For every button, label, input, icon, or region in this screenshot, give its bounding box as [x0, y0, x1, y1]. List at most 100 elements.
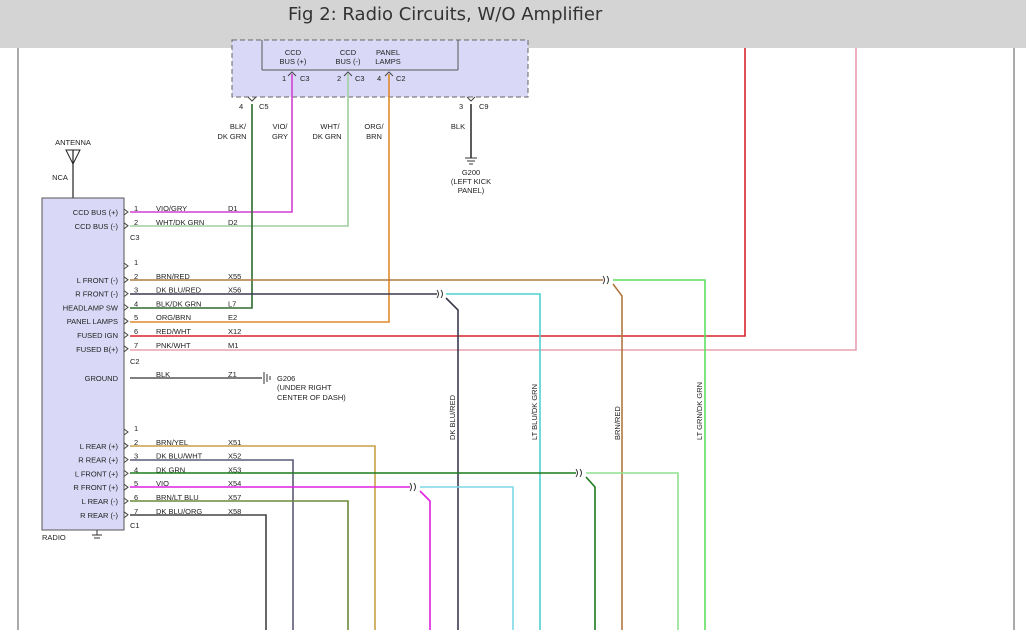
radio-pin-number: 5: [134, 313, 138, 322]
radio-wire-color: BRN/LT BLU: [156, 493, 199, 502]
um-ccd-minus-label-2: BUS (-): [336, 57, 362, 66]
um-left-conn: C5: [259, 102, 269, 111]
wire-lt-blu-dk-grn: [446, 293, 541, 630]
radio-pin-connector: [123, 208, 129, 216]
lbl-blk-dk-grn-1: BLK/: [230, 122, 247, 131]
vlabel-lt-grn-dk-grn: LT GRN/DK GRN: [695, 382, 704, 440]
radio-wire-color: BLK/DK GRN: [156, 299, 201, 308]
radio-wire-color: VIO: [156, 479, 169, 488]
radio-pin-connector: [123, 511, 129, 519]
radio-wire-color: DK BLU/WHT: [156, 452, 203, 461]
radio-pin-name: FUSED IGN: [77, 331, 118, 340]
um-panel-lamps-label-1: PANEL: [376, 48, 400, 57]
um-pin-4: 4: [377, 74, 381, 83]
radio-pin-name: L REAR (-): [82, 497, 119, 506]
radio-circuit-id: L7: [228, 299, 236, 308]
radio-ground-symbol: [92, 530, 102, 539]
radio-pin-number: 7: [134, 507, 138, 516]
wire-brn-lt-blu: [130, 500, 349, 630]
antenna-label: ANTENNA: [55, 138, 91, 147]
radio-connector-id: C2: [130, 357, 140, 366]
radio-pin-number: 2: [134, 438, 138, 447]
radio-pin-number: 1: [134, 424, 138, 433]
radio-pin-connector: [123, 483, 129, 491]
radio-pin-connector: [123, 470, 129, 477]
radio-circuit-id: D2: [228, 218, 238, 227]
um-left-pin: 4: [239, 102, 243, 111]
radio-pin-connector: [123, 262, 129, 270]
upper-wire-labels: BLK/ DK GRN VIO/ GRY WHT/ DK GRN ORG/ BR…: [217, 122, 465, 141]
um-right-pin: 3: [459, 102, 463, 111]
radio-pin-connector: [123, 345, 129, 353]
radio-pin-connector: [123, 317, 129, 325]
wire-red-wht: [130, 48, 746, 337]
vlabel-dk-blu-red: DK BLU/RED: [448, 394, 457, 440]
radio-wire-color: BRN/RED: [156, 272, 190, 281]
wire-lt-grn-dk-grn: [613, 279, 706, 630]
radio-pin-number: 4: [134, 299, 138, 308]
radio-pin-number: 5: [134, 479, 138, 488]
wire-org-brn: [130, 74, 390, 323]
um-ccd-minus-label-1: CCD: [340, 48, 357, 57]
figure-title: Fig 2: Radio Circuits, W/O Amplifier: [288, 4, 603, 25]
wire-brn-red-cont: [612, 283, 623, 630]
um-conn-c3a: C3: [300, 74, 310, 83]
wire-dk-blu-red-cont: [445, 297, 459, 630]
um-conn-c3b: C3: [355, 74, 365, 83]
radio-pin-connector: [123, 456, 129, 463]
radio-pin-connector: [123, 331, 129, 339]
radio-pin-number: 1: [134, 258, 138, 267]
radio-pin-number: 3: [134, 286, 138, 295]
lbl-org-brn-1: ORG/: [364, 122, 384, 131]
radio-wire-color: PNK/WHT: [156, 341, 191, 350]
radio-circuit-id: X54: [228, 479, 241, 488]
radio-pin-name: L REAR (+): [80, 442, 119, 451]
lbl-vio-gry-2: GRY: [272, 132, 288, 141]
radio-circuit-id: X51: [228, 438, 241, 447]
lbl-blk-dk-grn-2: DK GRN: [217, 132, 246, 141]
radio-pin-name: PANEL LAMPS: [67, 317, 118, 326]
ground-g200: G200 (LEFT KICK PANEL): [451, 157, 491, 195]
middle-wires: [130, 279, 706, 630]
radio-pin-number: 6: [134, 493, 138, 502]
radio-pin-name: HEADLAMP SW: [63, 303, 119, 312]
radio-label: RADIO: [42, 533, 66, 542]
radio-circuit-id: X53: [228, 465, 241, 474]
antenna-nca: NCA: [52, 173, 68, 182]
radio-circuit-id: Z1: [228, 370, 237, 379]
um-ccd-plus-label-2: BUS (+): [280, 57, 307, 66]
radio-wire-color: DK GRN: [156, 465, 185, 474]
radio-pin-name: R REAR (+): [78, 456, 118, 465]
radio-pin-connector: [123, 497, 129, 505]
wire-vio-gry: [130, 74, 293, 213]
wire-dk-blu-org: [130, 514, 267, 630]
radio-pin-name: GROUND: [85, 374, 119, 383]
radio-pin-number: 6: [134, 327, 138, 336]
radio-pin-name: CCD BUS (+): [73, 208, 119, 217]
radio-pin-name: L FRONT (+): [75, 469, 119, 478]
radio-circuit-id: D1: [228, 204, 238, 213]
lbl-wht-dk-grn-2: DK GRN: [312, 132, 341, 141]
g206-name: G206: [277, 374, 295, 383]
radio-wire-color: VIO/GRY: [156, 204, 187, 213]
um-right-conn: C9: [479, 102, 489, 111]
radio-circuit-id: X56: [228, 286, 241, 295]
radio-pin-connector: [123, 428, 129, 436]
radio-pin-number: 2: [134, 272, 138, 281]
wire-pnk-wht: [130, 48, 857, 351]
radio-pin-number: 2: [134, 218, 138, 227]
vlabel-brn-red: BRN/RED: [613, 406, 622, 440]
radio-pin-name: L FRONT (-): [77, 276, 119, 285]
lbl-wht-dk-grn-1: WHT/: [320, 122, 340, 131]
wire-brn-yel: [130, 445, 376, 630]
radio-pin-connector: [123, 222, 129, 230]
radio-wire-color: DK BLU/ORG: [156, 507, 202, 516]
um-pin-1: 1: [282, 74, 286, 83]
radio-circuit-id: M1: [228, 341, 238, 350]
wire-dk-blu-wht: [130, 459, 294, 630]
wire-wht-dk-grn: [130, 74, 349, 227]
um-panel-lamps-label-2: LAMPS: [375, 57, 400, 66]
radio-pin-connector: [123, 442, 129, 450]
